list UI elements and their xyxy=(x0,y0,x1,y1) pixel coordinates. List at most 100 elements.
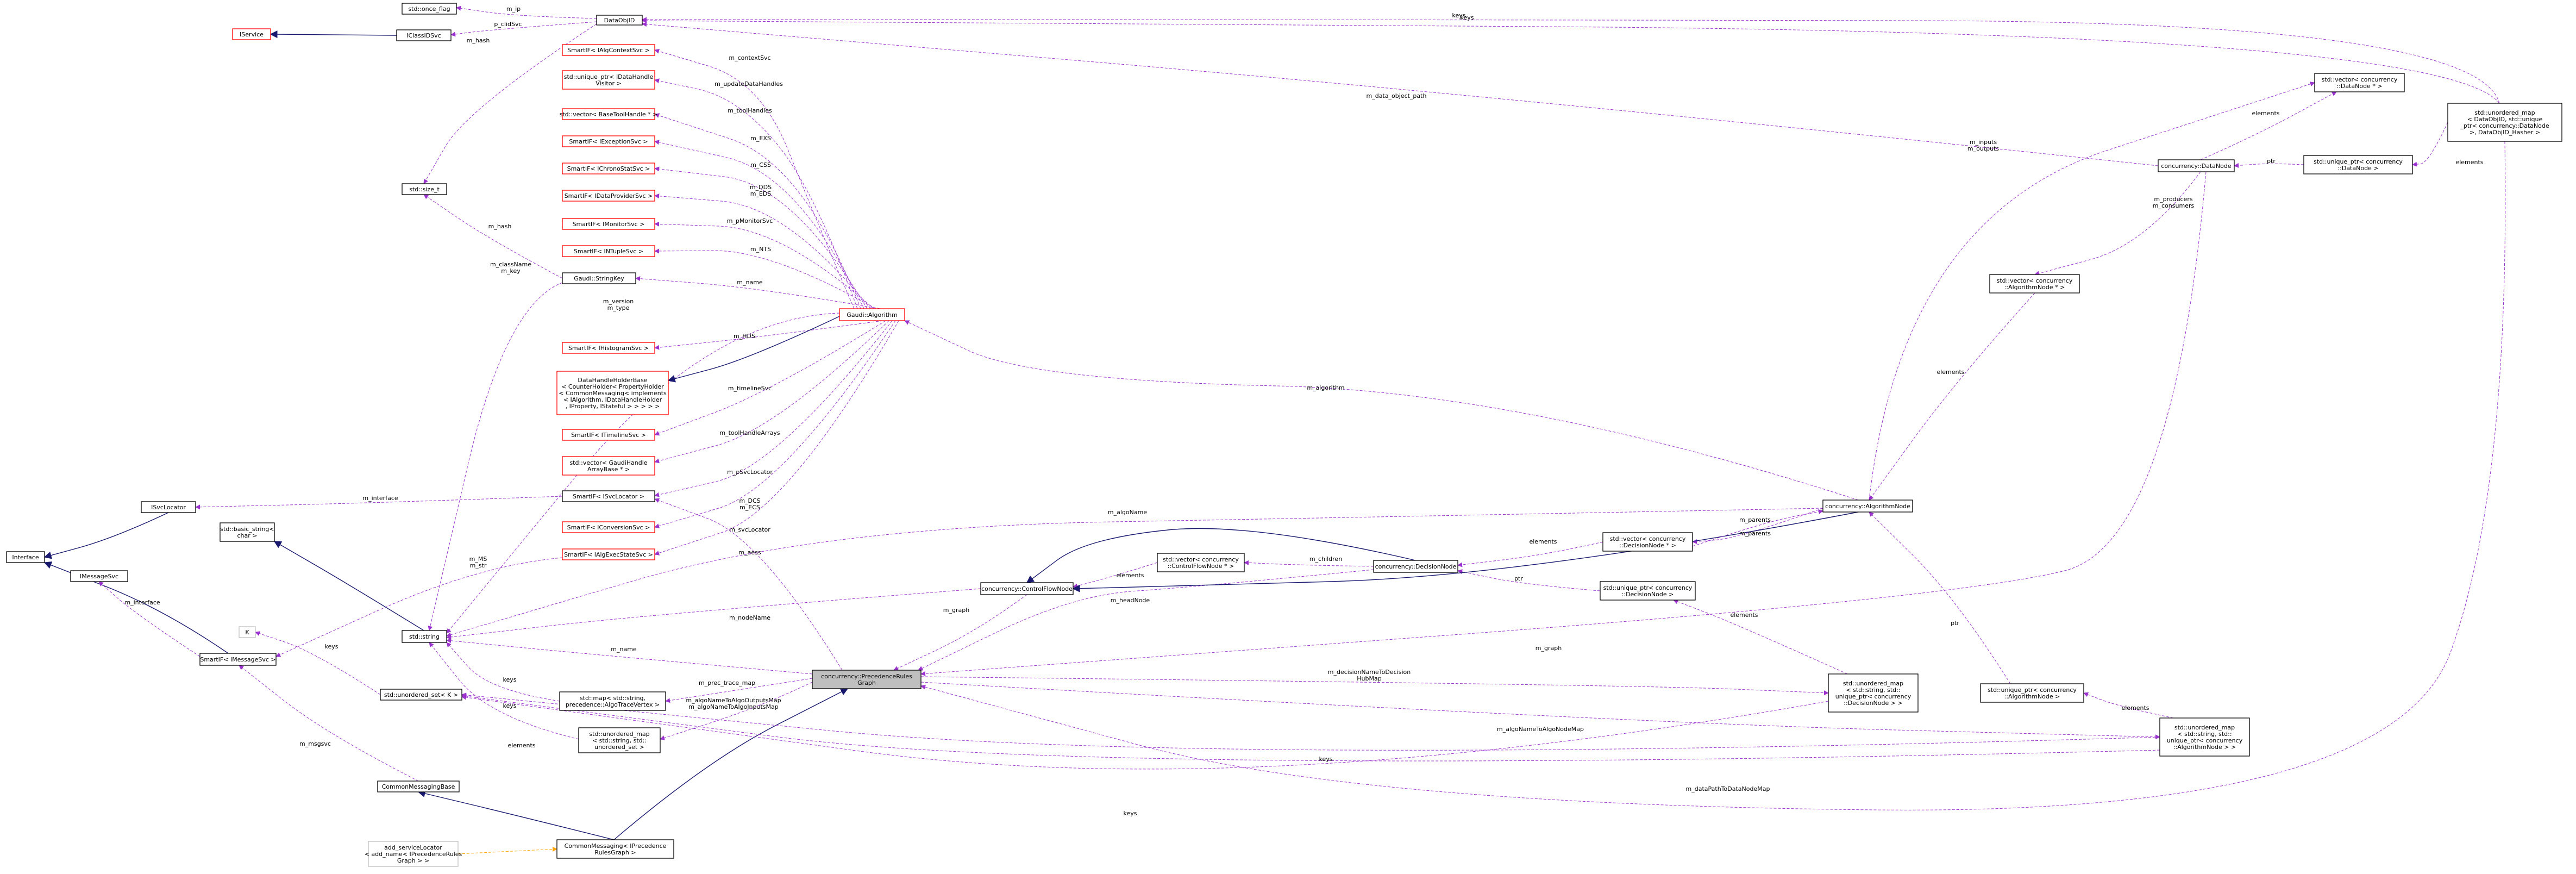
node-up-decnode[interactable]: std::unique_ptr< concurrency::DecisionNo… xyxy=(1600,581,1696,601)
node-box[interactable] xyxy=(559,691,666,711)
node-std-size-t[interactable]: std::size_t xyxy=(402,183,447,195)
node-box[interactable] xyxy=(562,163,655,174)
node-sp-histogram[interactable]: SmartIF< IHistogramSvc > xyxy=(562,342,655,354)
node-decisionnode[interactable]: concurrency::DecisionNode xyxy=(1373,560,1458,573)
node-box[interactable] xyxy=(1989,274,2080,294)
node-box[interactable] xyxy=(562,456,655,476)
node-umap-algnode[interactable]: std::unordered_map< std::string, std::un… xyxy=(2159,717,2250,757)
node-box[interactable] xyxy=(1600,581,1696,601)
node-interface[interactable]: Interface xyxy=(6,551,45,563)
node-umap-decnode[interactable]: std::unordered_map< std::string, std::un… xyxy=(1828,673,1919,713)
node-umap-dataobjid[interactable]: std::unordered_map< DataObjID, std::uniq… xyxy=(2447,103,2562,142)
node-box[interactable] xyxy=(562,548,655,560)
node-box[interactable] xyxy=(562,272,636,284)
node-box[interactable] xyxy=(562,245,655,257)
node-sp-imessagesvc[interactable]: SmartIF< IMessageSvc > xyxy=(199,653,277,666)
node-box[interactable] xyxy=(980,582,1074,595)
node-box[interactable] xyxy=(1157,553,1245,572)
node-box[interactable] xyxy=(2159,717,2250,757)
node-box[interactable] xyxy=(562,44,655,56)
node-box[interactable] xyxy=(812,670,922,689)
node-sp-timeline[interactable]: SmartIF< ITimelineSvc > xyxy=(562,429,655,441)
node-box[interactable] xyxy=(239,626,256,638)
node-box[interactable] xyxy=(141,501,196,513)
node-box[interactable] xyxy=(232,28,271,40)
node-box[interactable] xyxy=(1980,683,2084,703)
node-sp-monitor[interactable]: SmartIF< IMonitorSvc > xyxy=(562,218,655,230)
node-k-param[interactable]: K xyxy=(239,626,256,638)
node-commonmsgbase[interactable]: CommonMessagingBase xyxy=(377,781,460,792)
node-umap-string[interactable]: std::unordered_map< std::string, std::un… xyxy=(578,727,661,753)
node-sp-exception[interactable]: SmartIF< IExceptionSvc > xyxy=(562,135,655,147)
node-vec-basetool[interactable]: std::vector< BaseToolHandle * > xyxy=(560,108,658,120)
node-iservice[interactable]: IService xyxy=(232,28,271,40)
node-box[interactable] xyxy=(402,183,447,195)
node-box[interactable] xyxy=(2158,159,2235,172)
node-add-serviceloc[interactable]: add_serviceLocator< add_name< IPrecedenc… xyxy=(365,841,462,867)
node-box[interactable] xyxy=(596,15,643,26)
node-sp-dataprovider[interactable]: SmartIF< IDataProviderSvc > xyxy=(562,190,655,202)
node-box[interactable] xyxy=(839,308,905,321)
node-box[interactable] xyxy=(562,190,655,202)
node-box[interactable] xyxy=(562,218,655,230)
node-box[interactable] xyxy=(556,839,674,859)
node-box[interactable] xyxy=(70,570,128,582)
node-box[interactable] xyxy=(562,429,655,441)
node-once-flag[interactable]: std::once_flag xyxy=(402,3,457,15)
node-box[interactable] xyxy=(562,135,655,147)
node-box[interactable] xyxy=(578,727,661,753)
node-box[interactable] xyxy=(396,29,452,41)
node-box[interactable] xyxy=(562,108,655,120)
node-box[interactable] xyxy=(1373,560,1458,573)
node-sp-ntuple[interactable]: SmartIF< INTupleSvc > xyxy=(562,245,655,257)
node-box[interactable] xyxy=(562,70,655,90)
node-unordered-set[interactable]: std::unordered_set< K > xyxy=(380,689,462,701)
node-box[interactable] xyxy=(402,630,447,643)
node-box[interactable] xyxy=(1602,532,1693,552)
node-up-datanode[interactable]: std::unique_ptr< concurrency::DataNode > xyxy=(2303,155,2413,174)
node-box[interactable] xyxy=(2447,103,2562,142)
node-dataobjid[interactable]: DataObjID xyxy=(596,15,643,26)
node-imessagesvc[interactable]: IMessageSvc xyxy=(70,570,128,582)
node-vec-cfnode[interactable]: std::vector< concurrency::ControlFlowNod… xyxy=(1157,553,1245,572)
node-stringkey[interactable]: Gaudi::StringKey xyxy=(562,272,636,284)
node-isvclocator[interactable]: ISvcLocator xyxy=(141,501,196,513)
node-algorithmnode[interactable]: concurrency::AlgorithmNode xyxy=(1822,500,1913,513)
node-box[interactable] xyxy=(220,522,275,542)
node-up-algnode[interactable]: std::unique_ptr< concurrency::AlgorithmN… xyxy=(1980,683,2084,703)
node-box[interactable] xyxy=(1822,500,1913,513)
node-box[interactable] xyxy=(1828,673,1919,713)
node-vec-decnode[interactable]: std::vector< concurrency::DecisionNode *… xyxy=(1602,532,1693,552)
node-controlflownode[interactable]: concurrency::ControlFlowNode xyxy=(980,582,1074,595)
node-box[interactable] xyxy=(2314,73,2405,92)
node-iclassidsvc[interactable]: IClassIDSvc xyxy=(396,29,452,41)
node-algorithm[interactable]: Gaudi::Algorithm xyxy=(839,308,905,321)
node-vec-algnode[interactable]: std::vector< concurrency::AlgorithmNode … xyxy=(1989,274,2080,294)
node-box[interactable] xyxy=(368,841,459,867)
node-std-map-prec[interactable]: std::map< std::string,precedence::AlgoTr… xyxy=(559,691,666,711)
node-box[interactable] xyxy=(377,781,460,792)
node-sp-algexec[interactable]: SmartIF< IAlgExecStateSvc > xyxy=(562,548,655,560)
node-sp-isvclocator[interactable]: SmartIF< ISvcLocator > xyxy=(562,490,655,502)
node-box[interactable] xyxy=(2303,155,2413,174)
node-box[interactable] xyxy=(402,3,457,15)
node-basic-string[interactable]: std::basic_string<char > xyxy=(220,522,275,542)
node-box[interactable] xyxy=(380,689,462,701)
node-vec-datanode[interactable]: std::vector< concurrency::DataNode * > xyxy=(2314,73,2405,92)
node-datahandleholder[interactable]: DataHandleHolderBase< CounterHolder< Pro… xyxy=(556,371,669,415)
node-box[interactable] xyxy=(6,551,45,563)
node-std-string[interactable]: std::string xyxy=(402,630,447,643)
node-sp-chrono[interactable]: SmartIF< IChronoStatSvc > xyxy=(562,163,655,174)
node-box[interactable] xyxy=(562,521,655,533)
node-box[interactable] xyxy=(199,653,277,666)
node-box[interactable] xyxy=(556,371,669,415)
node-sp-algcontext[interactable]: SmartIF< IAlgContextSvc > xyxy=(562,44,655,56)
node-box[interactable] xyxy=(562,342,655,354)
node-box[interactable] xyxy=(562,490,655,502)
node-sp-conversion[interactable]: SmartIF< IConversionSvc > xyxy=(562,521,655,533)
node-datanode[interactable]: concurrency::DataNode xyxy=(2158,159,2235,172)
